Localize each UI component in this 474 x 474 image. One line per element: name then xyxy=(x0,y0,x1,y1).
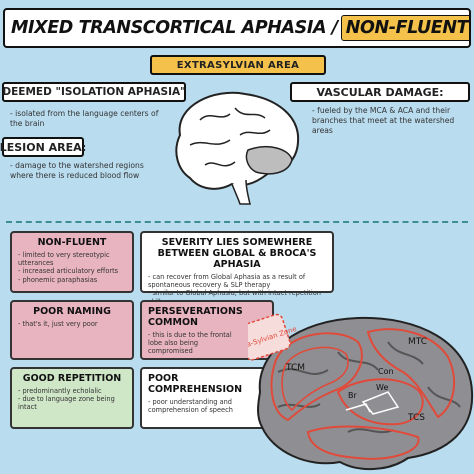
list-item: due to language zone being intact xyxy=(18,395,126,411)
card-severity: SEVERITY LIES SOMEWHERE BETWEEN GLOBAL &… xyxy=(140,231,334,306)
page-title: MIXED TRANSCORTICAL APHASIA / NON-FLUENT xyxy=(3,8,471,48)
vascular-heading: VASCULAR DAMAGE: xyxy=(290,82,470,102)
card-good-repetition: GOOD REPETITION predominantly echolalic … xyxy=(10,367,134,429)
deemed-text: - isolated from the language centers of … xyxy=(10,109,159,128)
label-mtc: MTC xyxy=(408,337,427,347)
list-item: poor understanding and comprehension of … xyxy=(148,398,266,414)
card-non-fluent: NON-FLUENT limited to very stereotypic u… xyxy=(10,231,134,293)
section-divider xyxy=(6,221,468,223)
title-main: MIXED TRANSCORTICAL APHASIA / xyxy=(11,18,338,38)
label-con: Con xyxy=(378,367,394,376)
card-title: SEVERITY LIES SOMEWHERE BETWEEN GLOBAL &… xyxy=(157,237,317,270)
area-tag: EXTRASYLVIAN AREA xyxy=(150,55,326,75)
lesion-heading: LESION AREA: xyxy=(0,137,86,157)
list-item: this is due to the frontal lobe also bei… xyxy=(148,331,232,356)
card-title: NON-FLUENT xyxy=(37,237,107,248)
list-item: that's it, just very poor xyxy=(18,320,126,328)
card-title: POOR COMPREHENSION xyxy=(148,373,243,395)
list-item: phonemic paraphasias xyxy=(18,276,126,284)
list-item: can recover from Global Aphasia as a res… xyxy=(148,273,326,289)
label-we: We xyxy=(376,383,388,392)
list-item: limited to very stereotypic utterances xyxy=(18,251,126,267)
label-tcm: TCM xyxy=(285,363,305,373)
list-item: increased articulatory efforts xyxy=(18,267,126,275)
card-poor-naming: POOR NAMING that's it, just very poor xyxy=(10,300,134,360)
brain-diagram: Extra-Sylvian Zone MTC TCM Con We Br TCS xyxy=(248,313,474,471)
deemed-heading: DEEMED "ISOLATION APHASIA" xyxy=(2,82,186,102)
list-item: predominantly echolalic xyxy=(18,387,126,395)
card-title: PERSEVERATIONS COMMON xyxy=(148,306,243,328)
vascular-text: - fueled by the MCA & ACA and their bran… xyxy=(312,106,455,135)
label-br: Br xyxy=(348,391,357,400)
title-highlight: NON-FLUENT xyxy=(340,15,469,41)
card-title: POOR NAMING xyxy=(33,306,111,317)
label-tcs: TCS xyxy=(407,413,425,423)
lesion-text: - damage to the watershed regions where … xyxy=(10,161,144,180)
brain-illustration xyxy=(175,91,300,205)
card-title: GOOD REPETITION xyxy=(22,373,122,384)
